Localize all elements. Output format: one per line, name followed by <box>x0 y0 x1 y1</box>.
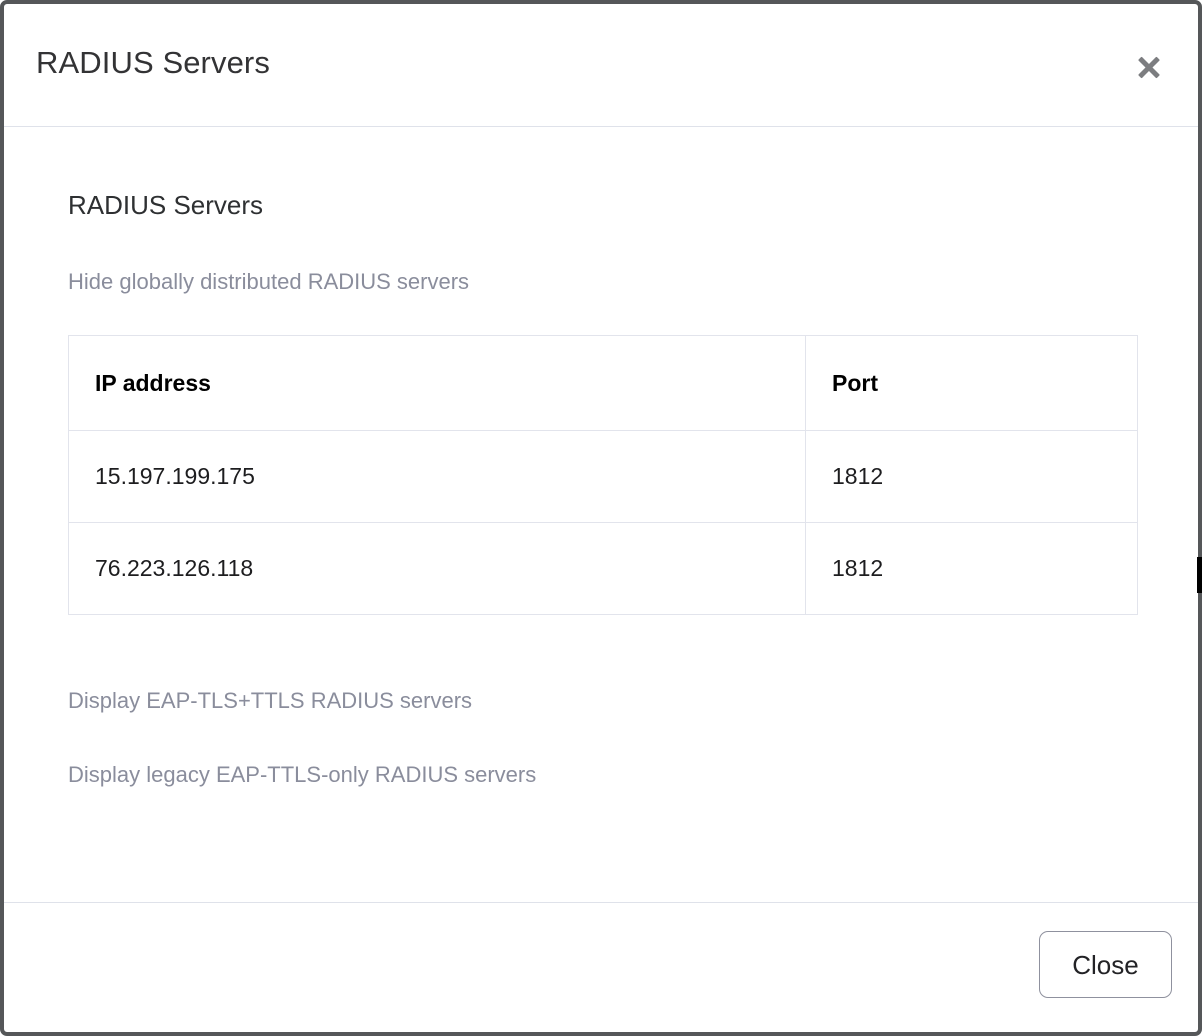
column-header-port: Port <box>805 335 1138 431</box>
table-row: 15.197.199.175 1812 <box>68 430 1138 523</box>
modal-footer: Close <box>4 902 1198 1032</box>
close-button[interactable]: Close <box>1039 931 1172 998</box>
close-icon[interactable] <box>1128 46 1170 88</box>
radius-servers-table: IP address Port 15.197.199.175 1812 76.2… <box>68 335 1138 615</box>
cell-ip-address: 15.197.199.175 <box>68 430 806 523</box>
modal-body: RADIUS Servers Hide globally distributed… <box>4 127 1198 902</box>
table-row: 76.223.126.118 1812 <box>68 522 1138 615</box>
cell-ip-address: 76.223.126.118 <box>68 522 806 615</box>
page-title: RADIUS Servers <box>36 45 270 80</box>
modal-header: RADIUS Servers <box>4 4 1198 127</box>
cell-port: 1812 <box>805 522 1138 615</box>
cell-port: 1812 <box>805 430 1138 523</box>
link-display-eap-tls-ttls[interactable]: Display EAP-TLS+TTLS RADIUS servers <box>68 688 473 713</box>
scrollbar-thumb[interactable] <box>1197 557 1202 593</box>
column-header-ip-address: IP address <box>68 335 806 431</box>
radius-servers-modal: RADIUS Servers RADIUS Servers Hide globa… <box>4 4 1198 1032</box>
section-heading: RADIUS Servers <box>68 190 264 220</box>
link-hide-globally-distributed[interactable]: Hide globally distributed RADIUS servers <box>68 269 470 294</box>
link-display-legacy-eap-ttls-only[interactable]: Display legacy EAP-TTLS-only RADIUS serv… <box>68 762 537 787</box>
table-header-row: IP address Port <box>68 335 1138 431</box>
